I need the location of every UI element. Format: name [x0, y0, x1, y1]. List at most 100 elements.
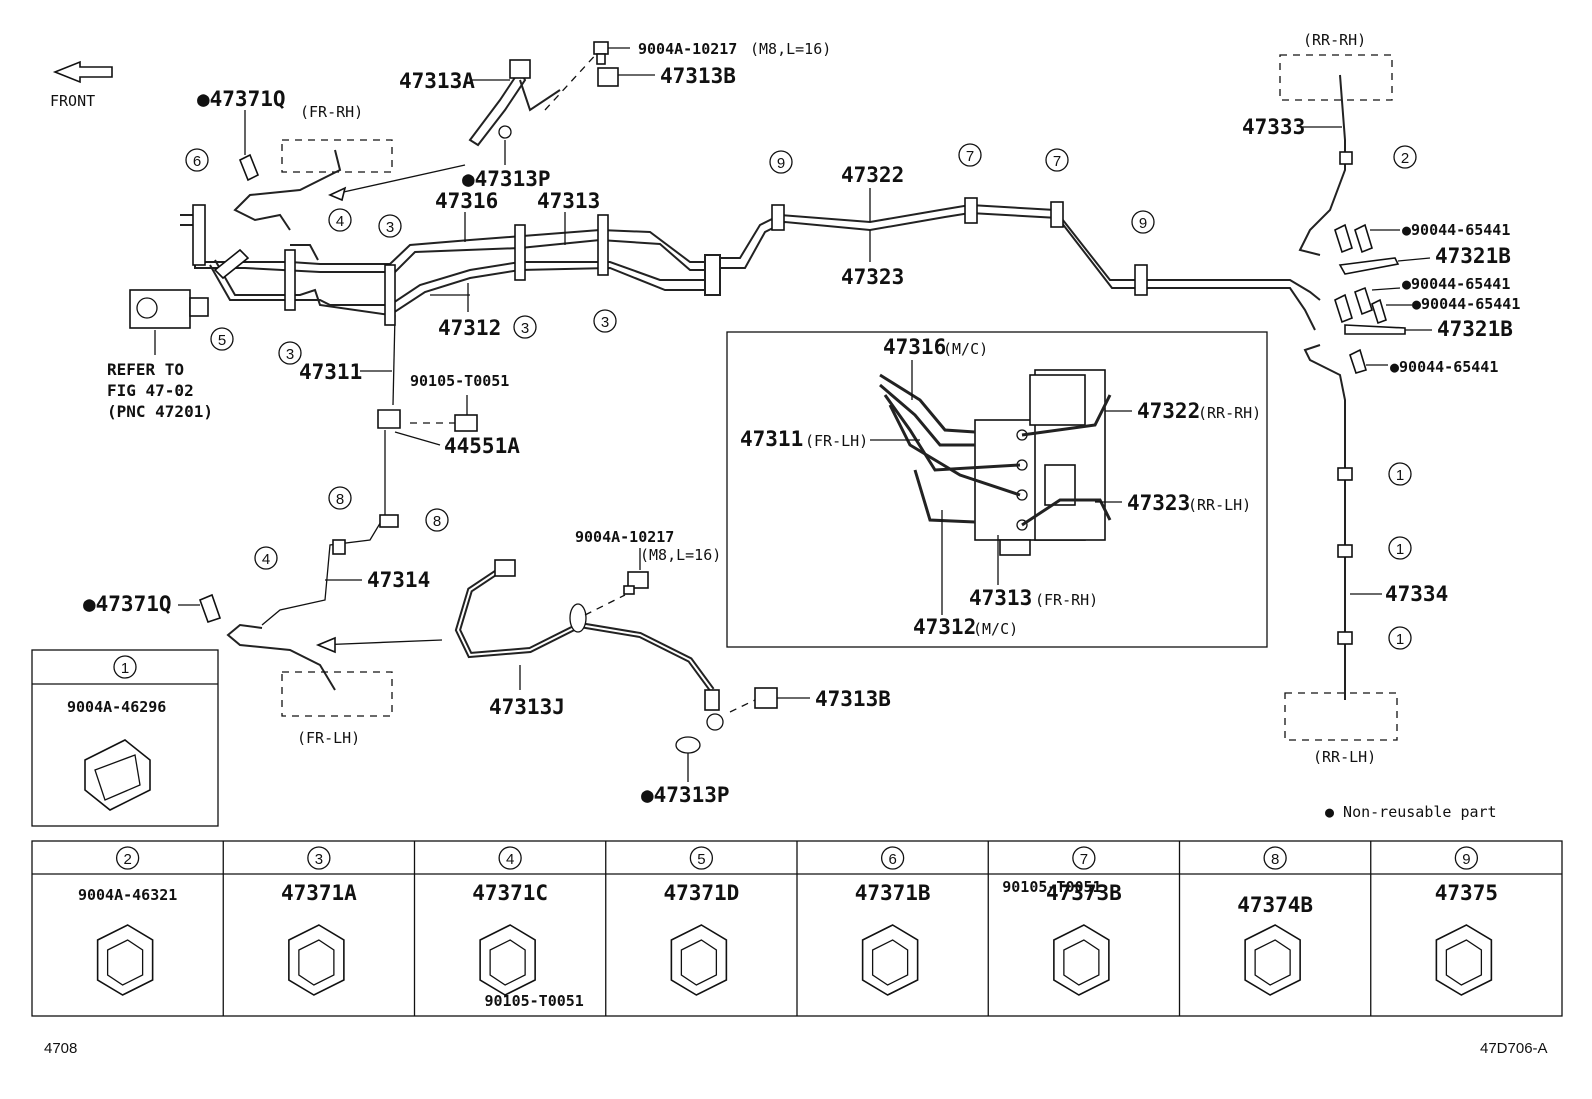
inset-part-47311-note: (FR-LH) [805, 432, 868, 450]
rr-rh-dashed-box [1279, 54, 1393, 101]
hose-47321b-1 [1338, 257, 1400, 275]
bolt-icon-90105 [410, 414, 478, 432]
master-cylinder-part [129, 289, 209, 355]
legend-number: 2 [123, 851, 131, 868]
callout-circle-icon [254, 546, 278, 570]
legend-circle-icon [689, 846, 714, 870]
part-47313p-top: ●47313P [462, 167, 551, 191]
callout-number: 7 [966, 148, 974, 165]
inset-part-47323-note: (RR-LH) [1188, 496, 1251, 514]
legend-part-number: 9004A-46321 [78, 886, 177, 904]
bolt-icon-mid [623, 571, 649, 595]
part-47321b-2: 47321B [1437, 317, 1513, 341]
legend-extra-part: 90105-T0051 [485, 992, 584, 1010]
legend-circle-icon [1072, 846, 1096, 870]
legend-part-number: 47371C [472, 881, 548, 905]
callout-circle-icon [1045, 148, 1069, 172]
callout-number: 3 [601, 314, 609, 331]
refer-to-line3: (PNC 47201) [107, 402, 213, 421]
callout-circle-icon [593, 309, 617, 333]
part-90044-3: ●90044-65441 [1412, 295, 1520, 313]
callout-circle-icon [769, 150, 793, 174]
clip-part-icon [1435, 924, 1493, 996]
inset-box [726, 331, 1268, 648]
part-47333: 47333 [1242, 115, 1305, 139]
part-9004a-10217-top: 9004A-10217 [638, 40, 737, 58]
legend-circle-icon [115, 846, 140, 870]
part-47323: 47323 [841, 265, 904, 289]
legend-circle-icon [1263, 846, 1287, 870]
legend-number: 8 [1271, 851, 1279, 868]
part-47316: 47316 [435, 189, 498, 213]
part-47371q-top: ●47371Q [197, 87, 286, 111]
legend-number: 7 [1080, 851, 1088, 868]
part-90044-2: ●90044-65441 [1402, 275, 1510, 293]
legend-number: 4 [506, 851, 514, 868]
union-bolt-icon-bot [729, 687, 778, 713]
rr-lh-label: (RR-LH) [1313, 748, 1376, 766]
part-9004a-10217-mid: 9004A-10217 [575, 528, 674, 546]
legend-1-part: 9004A-46296 [67, 698, 166, 716]
legend-circle-icon [307, 846, 331, 870]
inset-part-47323: 47323 [1127, 491, 1190, 515]
callout-circle-icon [328, 208, 352, 232]
part-47321b-1: 47321B [1435, 244, 1511, 268]
figure-code: 47D706-A [1480, 1040, 1548, 1057]
part-90105-t0051: 90105-T0051 [410, 372, 509, 390]
inset-part-47312: 47312 [913, 615, 976, 639]
legend-part-number: 47371D [663, 881, 739, 905]
part-47313a: 47313A [399, 69, 475, 93]
callout-number: 5 [218, 332, 226, 349]
callout-circle-icon [185, 148, 209, 172]
callout-number: 4 [336, 213, 344, 230]
legend-1-num: 1 [121, 660, 129, 677]
inset-part-47313-note: (FR-RH) [1035, 591, 1098, 609]
part-44551a: 44551A [444, 434, 520, 458]
part-9004a-10217-mid-spec: (M8,L=16) [640, 546, 721, 564]
page-code: 4708 [44, 1040, 77, 1057]
callout-circle-icon [278, 341, 302, 365]
legend-part-number: 47373B [1046, 881, 1122, 905]
fr-rh-label: (FR-RH) [300, 103, 363, 121]
part-47311: 47311 [299, 360, 362, 384]
legend-number: 9 [1462, 851, 1470, 868]
callout-circle-icon [378, 214, 402, 238]
inset-part-47312-note: (M/C) [973, 620, 1018, 638]
callout-circle-icon [1131, 210, 1155, 234]
callout-circle-icon [1393, 145, 1417, 169]
bolt-icon-top [593, 41, 609, 65]
fr-lh-label: (FR-LH) [297, 729, 360, 747]
front-arrow-icon [52, 60, 113, 84]
rr-rh-label: (RR-RH) [1303, 31, 1366, 49]
part-47313b-top: 47313B [660, 64, 736, 88]
legend-number: 5 [697, 851, 705, 868]
clip-part-icon [861, 924, 919, 996]
inset-part-47313: 47313 [969, 586, 1032, 610]
callout-number: 1 [1396, 631, 1404, 648]
clip-part-icon [670, 924, 728, 996]
fr-rh-dashed-box [281, 139, 393, 173]
callout-number: 2 [1401, 150, 1409, 167]
hose-47313j [454, 559, 724, 731]
callout-number: 9 [777, 155, 785, 172]
callout-number: 3 [286, 346, 294, 363]
callout-circle-icon [1388, 536, 1412, 560]
clip-part-icon [1244, 924, 1301, 996]
legend-circle-icon [498, 846, 522, 870]
clip-47371q-bot [198, 593, 222, 624]
part-47334: 47334 [1385, 582, 1448, 606]
refer-to-line2: FIG 47-02 [107, 381, 194, 400]
callout-circle-icon [425, 508, 449, 532]
legend-part-number: 47375 [1435, 881, 1498, 905]
legend-part-number: 47371A [281, 881, 357, 905]
callout-number: 8 [336, 491, 344, 508]
part-47313b-bot: 47313B [815, 687, 891, 711]
clip-part-icon [288, 924, 345, 996]
inset-part-47322-note: (RR-RH) [1198, 404, 1261, 422]
part-47371q-bot: ●47371Q [83, 592, 172, 616]
clip-part-icon [96, 924, 154, 996]
inset-part-47316: 47316 [883, 335, 946, 359]
part-90044-1: ●90044-65441 [1402, 221, 1510, 239]
